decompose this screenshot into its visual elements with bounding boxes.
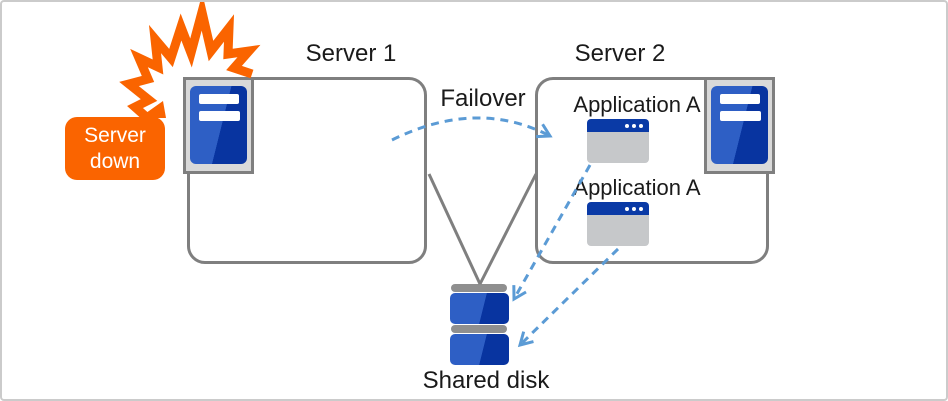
shared-disk-icon bbox=[451, 325, 507, 333]
server1-label: Server 1 bbox=[305, 40, 397, 67]
server-slot bbox=[199, 94, 239, 104]
server-slot bbox=[199, 111, 240, 121]
titlebar-dot bbox=[639, 206, 643, 211]
titlebar-dot bbox=[639, 123, 643, 128]
app-window-titlebar bbox=[587, 202, 649, 215]
server-slot bbox=[720, 111, 761, 121]
server2-disk-line bbox=[478, 173, 538, 285]
app-window-icon bbox=[587, 202, 649, 246]
callout-tail bbox=[139, 101, 166, 118]
server2-label: Server 2 bbox=[574, 40, 666, 67]
application-a-label: Application A bbox=[573, 175, 701, 200]
server-icon bbox=[704, 77, 775, 174]
server-down-label: Server down bbox=[84, 123, 146, 173]
titlebar-dot bbox=[625, 206, 629, 211]
titlebar-dot bbox=[632, 123, 636, 128]
shared-disk-label: Shared disk bbox=[422, 367, 550, 394]
shared-disk-icon bbox=[451, 284, 507, 292]
shared-disk-icon bbox=[450, 293, 509, 324]
application-a-label: Application A bbox=[573, 92, 701, 117]
app-window-titlebar bbox=[587, 119, 649, 132]
server-icon-face bbox=[190, 86, 247, 164]
titlebar-dot bbox=[632, 206, 636, 211]
server-down-callout: Server down bbox=[65, 117, 165, 180]
server1-disk-line bbox=[427, 173, 482, 285]
server-slot bbox=[720, 94, 760, 104]
server-icon bbox=[183, 77, 254, 174]
shared-disk-icon bbox=[450, 334, 509, 365]
app-window-body bbox=[587, 132, 649, 163]
app-window-body bbox=[587, 215, 649, 246]
app-window-icon bbox=[587, 119, 649, 163]
server-icon-face bbox=[711, 86, 768, 164]
failover-label: Failover bbox=[440, 85, 526, 112]
titlebar-dot bbox=[625, 123, 629, 128]
